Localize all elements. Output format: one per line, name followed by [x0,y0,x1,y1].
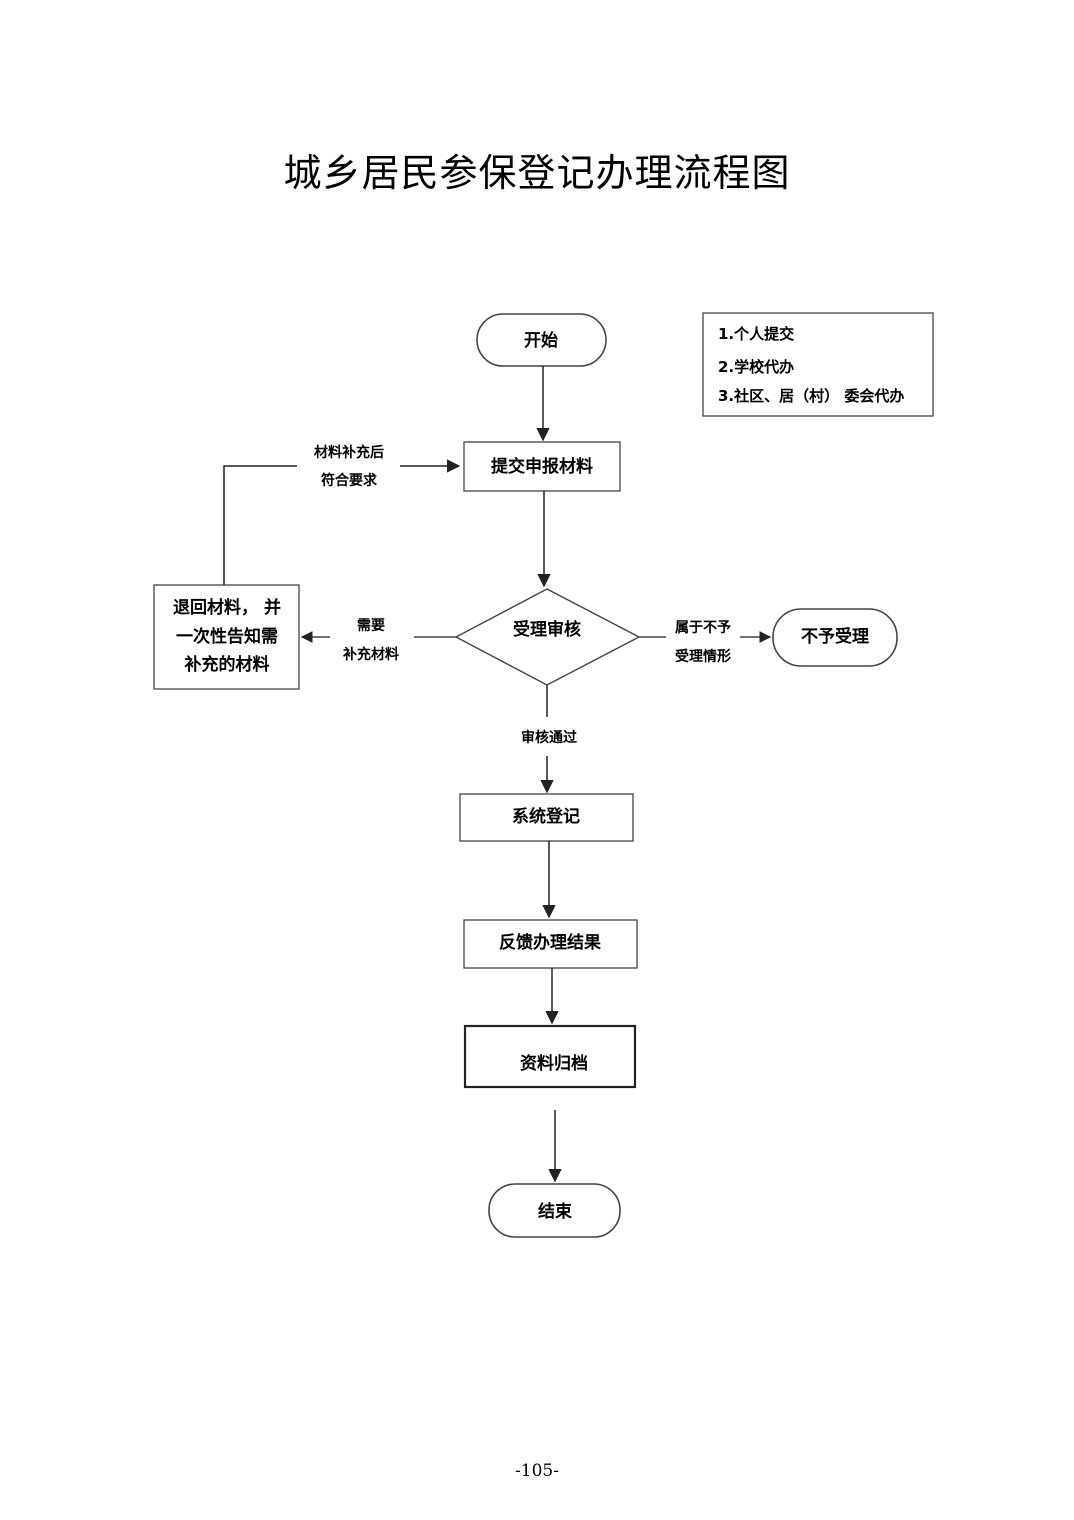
note-item: 1.个人提交 [718,325,794,343]
register-label: 系统登记 [512,806,580,827]
system-register-node: 系统登记 [459,793,634,842]
note-item: 3.社区、居（村） 委会代办 [718,387,904,405]
page-title: 城乡居民参保登记办理流程图 [283,151,791,195]
feedback-label: 反馈办理结果 [499,932,601,953]
need-supplement-label: 需要 [357,617,385,634]
feedback-result-node: 反馈办理结果 [463,919,638,969]
return-label: 一次性告知需 [176,626,278,647]
reject-condition-label: 受理情形 [675,648,731,665]
submission-methods-note: 1.个人提交 2.学校代办 3.社区、居（村） 委会代办 [702,312,934,417]
end-label: 结束 [538,1201,572,1222]
review-decision-node: 受理审核 [454,588,641,686]
start-label: 开始 [524,330,558,351]
end-node: 结束 [488,1183,621,1238]
resubmit-label: 材料补充后 [314,444,384,461]
reject-condition-label: 属于不予 [675,620,731,636]
note-item: 2.学校代办 [718,358,794,376]
resubmit-label: 符合要求 [320,472,378,489]
return-materials-node: 退回材料， 并 一次性告知需 补充的材料 [153,584,300,690]
submit-label: 提交申报材料 [491,456,593,477]
reject-label: 不予受理 [801,626,869,647]
return-label: 退回材料， 并 [173,597,281,618]
page-number: -105- [515,1461,559,1481]
submit-materials-node: 提交申报材料 [463,441,621,492]
line-return-loop [223,465,297,585]
need-supplement-label: 补充材料 [342,646,399,663]
start-node: 开始 [476,313,607,367]
approved-label: 审核通过 [521,729,577,746]
archive-label: 资料归档 [520,1053,588,1074]
return-label: 补充的材料 [184,654,270,675]
review-label: 受理审核 [513,619,581,640]
archive-node: 资料归档 [463,1024,637,1089]
reject-node: 不予受理 [772,608,898,667]
